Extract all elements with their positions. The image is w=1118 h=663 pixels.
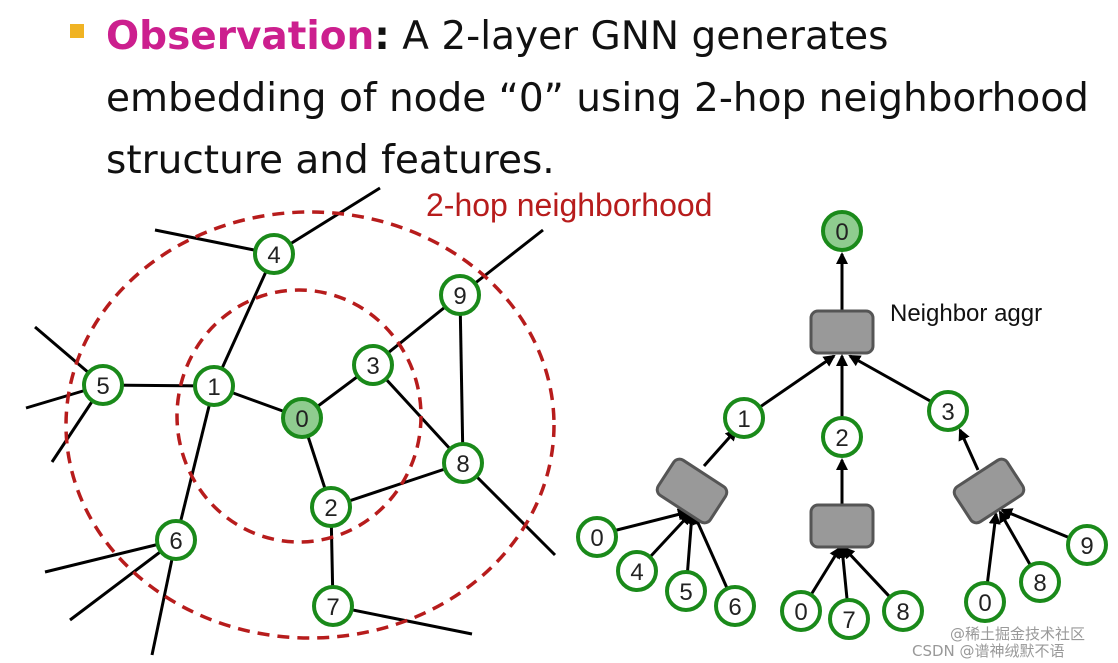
graph-node-label: 6 bbox=[169, 528, 182, 555]
graph-nodes: 4 9 5 1 3 0 8 2 bbox=[82, 233, 484, 627]
tree-leaf-label: 5 bbox=[679, 579, 692, 606]
graph-edge bbox=[371, 363, 465, 465]
target-node-label: 0 bbox=[295, 406, 308, 433]
two-hop-circle bbox=[64, 210, 556, 640]
tree-root-node: 0 bbox=[821, 210, 863, 252]
tree-nodes: 0 1 2 3 0 4 5 6 bbox=[576, 210, 1108, 640]
neighbor-aggr-label: Neighbor aggr bbox=[890, 300, 1042, 327]
observation-text: Observation: A 2-layer GNN generates emb… bbox=[106, 6, 1106, 192]
graph-node: 3 bbox=[352, 344, 394, 386]
tree-leaf-node: 4 bbox=[616, 550, 658, 592]
tree-leaf-node: 0 bbox=[780, 590, 822, 632]
tree-leaf-node: 7 bbox=[828, 598, 870, 640]
tree-arrow bbox=[702, 428, 738, 467]
observation-colon: : bbox=[374, 14, 390, 59]
tree-leaf-label: 6 bbox=[728, 594, 741, 621]
graph-node-label: 1 bbox=[207, 374, 220, 401]
graph-node-label: 7 bbox=[326, 594, 339, 621]
graph-node: 4 bbox=[253, 233, 295, 275]
tree-leaf-label: 4 bbox=[630, 559, 643, 586]
tree-leaf-node: 0 bbox=[576, 516, 618, 558]
graph-edge bbox=[330, 461, 464, 509]
graph-edge bbox=[44, 538, 177, 574]
tree-leaf-node: 8 bbox=[882, 590, 924, 632]
aggr-box bbox=[952, 457, 1026, 525]
graph-edge bbox=[174, 385, 216, 541]
tree-leaf-node: 0 bbox=[964, 581, 1006, 623]
tree-level1-node: 3 bbox=[927, 390, 969, 432]
watermark-line-2: CSDN @谱神绒默不语 bbox=[912, 642, 1065, 660]
tree-leaf-label: 8 bbox=[1033, 570, 1046, 597]
one-hop-circle bbox=[175, 288, 423, 544]
target-node: 0 bbox=[281, 397, 323, 439]
graph-node: 8 bbox=[442, 442, 484, 484]
graph-node-label: 5 bbox=[96, 373, 109, 400]
bullet-square bbox=[70, 24, 84, 38]
tree-leaf-label: 8 bbox=[896, 599, 909, 626]
graph-edge bbox=[461, 461, 557, 557]
tree-leaf-label: 0 bbox=[794, 599, 807, 626]
tree-level1-node: 1 bbox=[723, 397, 765, 439]
graph-node-label: 3 bbox=[366, 353, 379, 380]
graph-node: 2 bbox=[310, 486, 352, 528]
graph-edge bbox=[458, 294, 465, 464]
tree-leaf-node: 5 bbox=[665, 570, 707, 612]
aggr-box bbox=[809, 503, 875, 549]
tree-leaf-label: 0 bbox=[590, 525, 603, 552]
tree-level1-node: 2 bbox=[821, 416, 863, 458]
aggr-box bbox=[655, 457, 729, 525]
aggr-box-top bbox=[809, 309, 875, 355]
tree-root-label: 0 bbox=[835, 219, 848, 246]
tree-node-label: 2 bbox=[835, 425, 848, 452]
tree-leaf-label: 7 bbox=[842, 607, 855, 634]
graph-edge bbox=[332, 604, 473, 636]
tree-arrow bbox=[958, 428, 980, 471]
observation-body: A 2-layer GNN generates embedding of nod… bbox=[106, 14, 1089, 183]
graph-node-label: 2 bbox=[324, 495, 337, 522]
tree-leaf-node: 8 bbox=[1019, 561, 1061, 603]
aggr-boxes bbox=[655, 309, 1026, 549]
graph-node: 7 bbox=[312, 585, 354, 627]
tree-node-label: 1 bbox=[737, 406, 750, 433]
graph-node: 1 bbox=[193, 365, 235, 407]
tree-node-label: 3 bbox=[941, 399, 954, 426]
graph-node: 5 bbox=[82, 364, 124, 406]
tree-leaf-node: 9 bbox=[1066, 524, 1108, 566]
watermark-line-1: @稀土掘金技术社区 bbox=[950, 625, 1085, 643]
graph-node: 9 bbox=[439, 274, 481, 316]
tree-leaf-label: 9 bbox=[1080, 533, 1093, 560]
graph-edge bbox=[212, 253, 276, 387]
graph-node-label: 8 bbox=[456, 451, 469, 478]
graph-edge bbox=[69, 538, 177, 622]
tree-leaf-node: 6 bbox=[714, 585, 756, 627]
observation-keyword: Observation bbox=[106, 14, 375, 59]
tree-leaf-label: 0 bbox=[978, 590, 991, 617]
graph-node: 6 bbox=[155, 519, 197, 561]
graph-node-label: 9 bbox=[453, 283, 466, 310]
two-hop-label: 2-hop neighborhood bbox=[426, 187, 712, 223]
graph-node-label: 4 bbox=[267, 242, 280, 269]
